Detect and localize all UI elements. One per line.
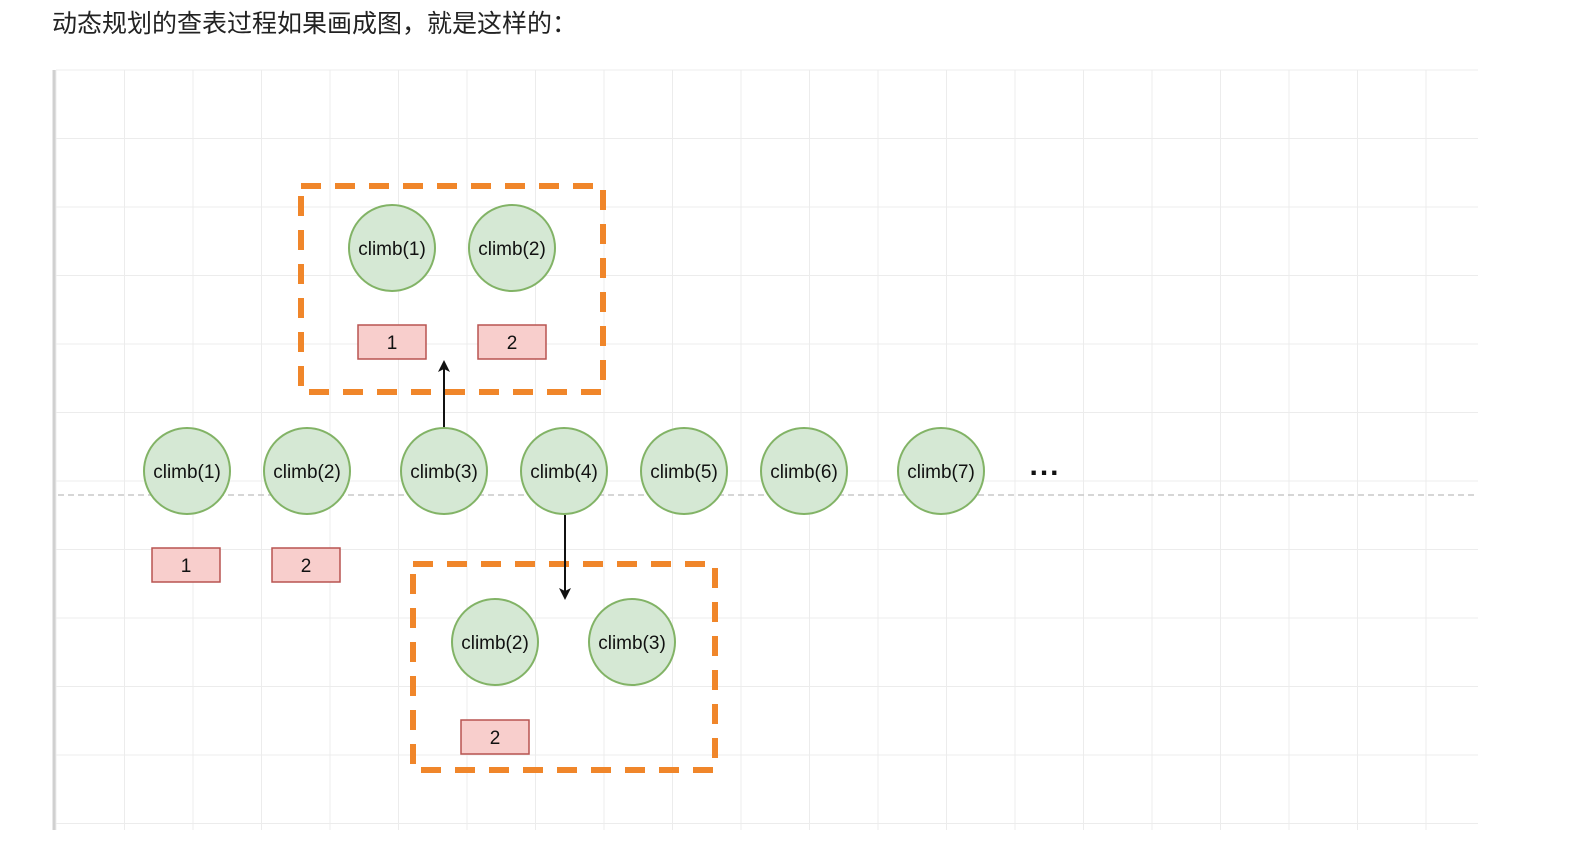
top-group: climb(1) climb(2) 1 2: [348, 204, 556, 360]
bottom-group: climb(2) climb(3) 2: [451, 598, 676, 755]
main-row-cells: 1 2: [151, 547, 341, 583]
top-cell-1: 1: [357, 324, 427, 360]
node-label: climb(7): [907, 462, 975, 483]
ellipsis: ...: [1029, 449, 1060, 482]
node-climb-5: climb(5): [640, 427, 728, 515]
node-label: climb(1): [358, 239, 426, 260]
cell-value-1: 1: [151, 547, 221, 583]
node-label: climb(3): [598, 633, 666, 654]
bottom-cell-2: 2: [460, 719, 530, 755]
node-label: climb(1): [153, 462, 221, 483]
bottom-node-climb-2: climb(2): [451, 598, 539, 686]
node-label: climb(3): [410, 462, 478, 483]
node-label: climb(2): [273, 462, 341, 483]
node-climb-2: climb(2): [263, 427, 351, 515]
node-label: climb(2): [461, 633, 529, 654]
cell-label: 1: [387, 333, 398, 354]
top-cell-2: 2: [477, 324, 547, 360]
main-row-nodes: climb(1) climb(2) climb(3) climb(4) clim…: [143, 427, 1060, 515]
cell-label: 2: [301, 556, 312, 577]
cell-value-2: 2: [271, 547, 341, 583]
node-label: climb(5): [650, 462, 718, 483]
node-label: climb(4): [530, 462, 598, 483]
top-group-frame: [298, 183, 606, 395]
node-climb-3: climb(3): [400, 427, 488, 515]
intro-text: 动态规划的查表过程如果画成图，就是这样的：: [52, 9, 578, 38]
top-node-climb-2: climb(2): [468, 204, 556, 292]
node-climb-4: climb(4): [520, 427, 608, 515]
node-climb-1: climb(1): [143, 427, 231, 515]
top-node-climb-1: climb(1): [348, 204, 436, 292]
cell-label: 2: [490, 728, 501, 749]
node-climb-7: climb(7): [897, 427, 985, 515]
node-climb-6: climb(6): [760, 427, 848, 515]
node-label: climb(6): [770, 462, 838, 483]
cell-label: 1: [181, 556, 192, 577]
bottom-node-climb-3: climb(3): [588, 598, 676, 686]
node-label: climb(2): [478, 239, 546, 260]
cell-label: 2: [507, 333, 518, 354]
